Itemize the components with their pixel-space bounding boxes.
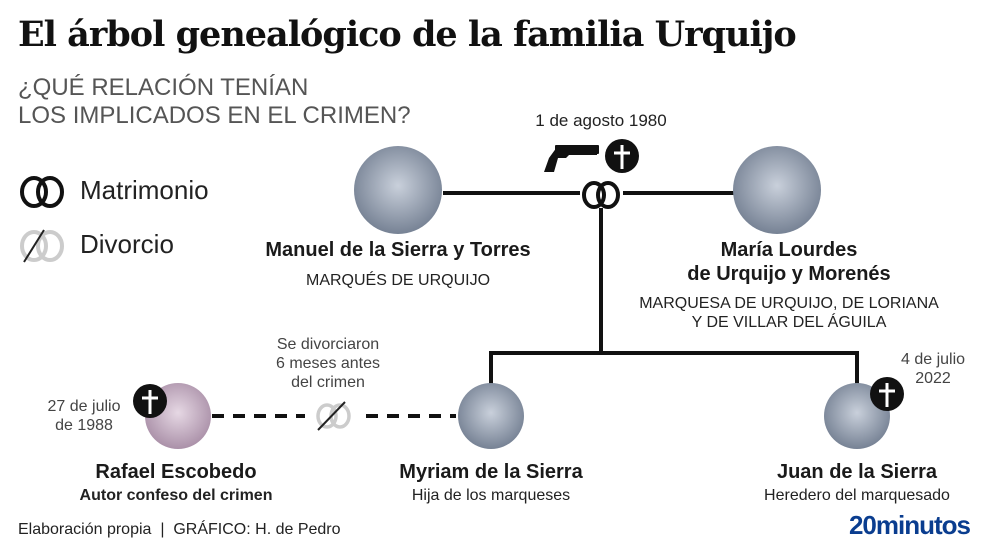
legend-divorce-label: Divorcio: [80, 229, 174, 259]
brand-logo: 20minutos: [848, 510, 971, 540]
divorce-note: Se divorciaron 6 meses antes del crimen: [276, 335, 380, 392]
rafael-death-1: 27 de julio: [47, 398, 121, 415]
subtitle-line-1: ¿QUÉ RELACIÓN TENÍAN: [18, 74, 309, 101]
divorce-note-1: Se divorciaron: [276, 336, 380, 353]
subtitle-line-2: LOS IMPLICADOS EN EL CRIMEN?: [18, 102, 411, 129]
footer-credits: Elaboración propia | GRÁFICO: H. de Pedr…: [18, 521, 341, 538]
maria-name-1: María Lourdes: [720, 239, 858, 261]
juan-role: Heredero del marquesado: [764, 487, 950, 504]
death-cross-icon: [605, 139, 639, 173]
maria-role-1: MARQUESA DE URQUIJO, DE LORIANA: [639, 295, 939, 312]
juan-name: Juan de la Sierra: [776, 461, 938, 483]
manuel-role: MARQUÉS DE URQUIJO: [305, 272, 491, 289]
page-title: El árbol genealógico de la familia Urqui…: [18, 14, 797, 55]
maria-block: María Lourdes de Urquijo y Morenés MARQU…: [639, 238, 939, 332]
photo-myriam: [458, 383, 524, 449]
rafael-death-date: 27 de julio de 1988: [48, 397, 121, 435]
juan-death-date: 4 de julio 2022: [901, 350, 965, 388]
divorce-note-2: 6 meses antes: [275, 355, 381, 372]
myriam-name: Myriam de la Sierra: [399, 461, 583, 483]
rafael-name: Rafael Escobedo: [95, 461, 257, 483]
maria-role-2: Y DE VILLAR DEL ÁGUILA: [691, 314, 887, 331]
crime-date: 1 de agosto 1980: [535, 111, 667, 130]
maria-name-2: de Urquijo y Morenés: [687, 263, 891, 285]
rafael-role: Autor confeso del crimen: [79, 487, 273, 504]
juan-death-2: 2022: [915, 370, 951, 387]
legend-divorce-icon: [20, 229, 64, 263]
divorce-icon: [316, 401, 351, 431]
death-cross-icon-juan: [870, 377, 904, 411]
rafael-death-2: de 1988: [55, 417, 113, 434]
manuel-name: Manuel de la Sierra y Torres: [265, 239, 531, 261]
legend-marriage-label: Matrimonio: [80, 175, 209, 205]
divorce-note-3: del crimen: [291, 374, 365, 391]
gun-icon: [544, 145, 599, 172]
death-cross-icon-rafael: [133, 384, 167, 418]
photo-maria: [733, 146, 821, 234]
legend-marriage-icon: [20, 176, 64, 208]
myriam-role: Hija de los marqueses: [411, 487, 571, 504]
photo-manuel: [354, 146, 442, 234]
marriage-rings-icon: [582, 181, 620, 209]
juan-death-1: 4 de julio: [900, 351, 966, 368]
